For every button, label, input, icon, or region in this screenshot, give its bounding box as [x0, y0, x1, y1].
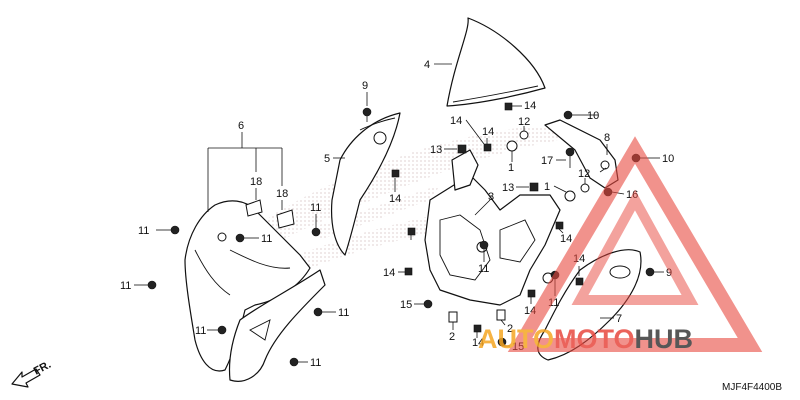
- front-direction-indicator: FR.: [11, 359, 53, 388]
- grommet-11-g: [289, 357, 299, 367]
- callout-12-b: 12: [578, 168, 590, 180]
- watermark-moto: MOTO: [554, 324, 635, 354]
- watermark: AUTOMOTOHUB: [478, 136, 763, 354]
- direction-label: FR.: [32, 359, 53, 378]
- callout-2-a: 2: [449, 331, 455, 343]
- clip-14-e: [404, 267, 413, 276]
- callout-11-c: 11: [261, 233, 272, 245]
- grommet-11-b: [147, 280, 157, 290]
- callout-10-a: 10: [587, 110, 599, 122]
- callout-14-d: 14: [389, 193, 401, 205]
- callout-14-b: 14: [450, 115, 462, 127]
- collar-1-a: [506, 140, 518, 152]
- clip-14-g: [575, 277, 584, 286]
- callout-10-b: 10: [662, 153, 674, 165]
- watermark-text: AUTOMOTOHUB: [478, 324, 693, 354]
- callout-1-b: 1: [544, 181, 550, 193]
- callout-9-top: 9: [362, 80, 368, 92]
- callout-13-a: 13: [430, 144, 442, 156]
- callout-12-a: 12: [518, 116, 530, 128]
- callout-14-f: 14: [560, 233, 572, 245]
- watermark-hub: HUB: [635, 324, 694, 354]
- clip-14-d: [407, 227, 416, 236]
- callout-5: 5: [324, 153, 330, 165]
- callout-13-b: 13: [502, 182, 514, 194]
- clips: [245, 199, 295, 229]
- callout-17: 17: [541, 155, 553, 167]
- fastener-15-a: [423, 299, 433, 309]
- callout-1-a: 1: [508, 162, 514, 174]
- screw-9-top: [362, 107, 372, 122]
- callout-14-i: 14: [472, 337, 484, 349]
- callout-7: 7: [616, 313, 622, 325]
- callout-18-b: 18: [276, 188, 288, 200]
- damper-2-b: [496, 309, 506, 321]
- clip-14-h: [527, 289, 536, 298]
- callout-11-a: 11: [138, 225, 149, 237]
- screw-9-right: [645, 267, 655, 277]
- callout-11-g: 11: [310, 357, 321, 369]
- watermark-auto: AUTO: [478, 324, 554, 354]
- callout-15-a: 15: [400, 299, 412, 311]
- callout-8: 8: [604, 132, 610, 144]
- callout-3: 3: [488, 191, 494, 203]
- washer-12-b: [580, 183, 590, 193]
- callout-9-right: 9: [666, 267, 672, 279]
- meter-bracket: [424, 149, 561, 306]
- callout-11-b: 11: [120, 280, 131, 292]
- clip-14-a: [504, 102, 513, 111]
- grommet-11-d: [311, 227, 321, 237]
- callout-11-h: 11: [478, 263, 489, 275]
- callout-4: 4: [424, 59, 430, 71]
- callout-11-d: 11: [310, 202, 321, 214]
- bolt-17: [565, 147, 575, 168]
- inner-side-panel: [330, 112, 401, 256]
- clip-14-f: [555, 221, 564, 230]
- windscreen: [446, 17, 546, 107]
- clip-14-i: [473, 324, 482, 333]
- callout-18-a: 18: [250, 176, 262, 188]
- callout-11-e: 11: [338, 307, 349, 319]
- grommet-11-c: [235, 233, 245, 243]
- grommet-11-e: [313, 307, 323, 317]
- leader-lines: [134, 63, 664, 363]
- clip-14-b: [483, 143, 492, 152]
- callout-11-f: 11: [195, 325, 206, 337]
- nut-13-a: [457, 144, 467, 154]
- callout-14-e: 14: [383, 267, 395, 279]
- front-upper-cowl: [184, 200, 326, 382]
- callout-2-b: 2: [507, 323, 513, 335]
- callout-11-i: 11: [548, 297, 559, 309]
- diagram-code: MJF4F4400B: [722, 382, 782, 393]
- clip-14-c: [391, 169, 400, 178]
- callout-14-a: 14: [524, 100, 536, 112]
- grommet-11-f: [217, 325, 227, 335]
- collar-1-b: [564, 190, 576, 202]
- grommet-11-a: [170, 225, 180, 235]
- bolt-10-top: [563, 110, 585, 120]
- callout-14-c: 14: [482, 126, 494, 138]
- nut-13-b: [529, 182, 539, 192]
- callout-6: 6: [238, 120, 244, 132]
- damper-2-a: [448, 311, 458, 323]
- washer-12-a: [519, 130, 529, 140]
- grommet-11-h: [479, 240, 489, 250]
